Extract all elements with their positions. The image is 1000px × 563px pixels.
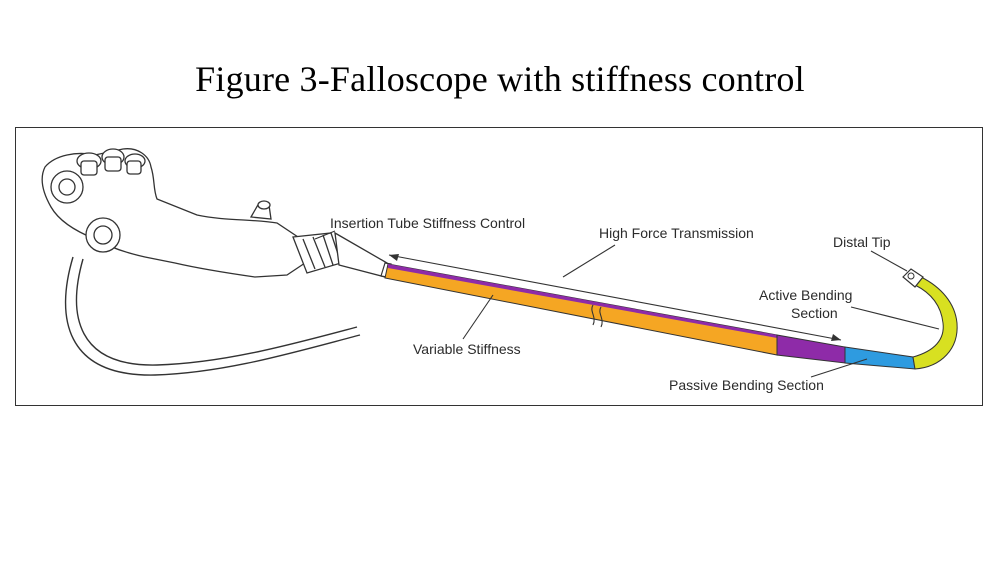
label-passive-bending-section: Passive Bending Section	[669, 377, 824, 393]
falloscope-diagram: Insertion Tube Stiffness Control High Fo…	[41, 148, 958, 393]
umbilical-cable-inner	[75, 258, 358, 366]
label-insertion-tube-stiffness-control: Insertion Tube Stiffness Control	[330, 215, 525, 231]
label-variable-stiffness: Variable Stiffness	[413, 341, 521, 357]
leader-active-bending	[850, 306, 940, 330]
high-force-transmission-stripe	[388, 264, 777, 338]
passive-bending-section	[844, 346, 916, 370]
leader-high-force	[562, 244, 616, 278]
high-force-arrow-line	[388, 254, 842, 341]
high-force-arrow-head-right	[831, 334, 841, 341]
leader-passive-bending	[810, 358, 868, 378]
page-title: Figure 3-Falloscope with stiffness contr…	[195, 59, 805, 99]
label-distal-tip: Distal Tip	[833, 234, 891, 250]
control-handle	[41, 148, 388, 278]
label-active-bending-line1: Active Bending	[759, 287, 852, 303]
label-active-bending-line2: Section	[791, 305, 838, 321]
leader-insertion-tube	[314, 230, 336, 240]
distal-tip-lens	[907, 272, 915, 280]
leader-variable-stiffness	[462, 294, 494, 340]
umbilical-cable	[64, 256, 361, 376]
active-bending-section	[912, 276, 958, 370]
leader-distal-tip	[870, 250, 908, 272]
tube-break-mark	[591, 304, 603, 328]
label-high-force-transmission: High Force Transmission	[599, 225, 754, 241]
high-force-arrow-head-left	[389, 254, 399, 261]
